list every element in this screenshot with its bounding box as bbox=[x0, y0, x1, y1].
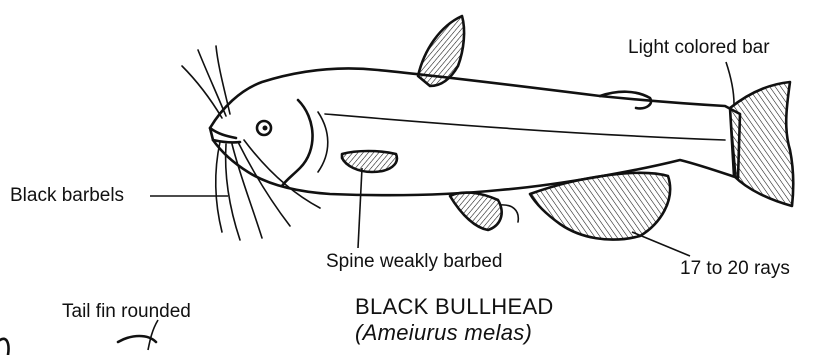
leader-rays bbox=[632, 232, 690, 256]
pelvic-fin bbox=[450, 193, 502, 230]
leader-spine bbox=[358, 168, 362, 248]
leader-tail-fin bbox=[148, 320, 158, 350]
label-spine-weakly-barbed: Spine weakly barbed bbox=[326, 252, 502, 271]
gill-cover bbox=[282, 100, 313, 186]
label-rays: 17 to 20 rays bbox=[680, 259, 790, 278]
mouth-line bbox=[210, 128, 236, 138]
lateral-line bbox=[325, 114, 725, 140]
dorsal-fin bbox=[418, 16, 464, 86]
leader-light-bar bbox=[726, 62, 734, 104]
label-tail-fin-rounded: Tail fin rounded bbox=[62, 302, 191, 321]
species-title: BLACK BULLHEAD bbox=[355, 296, 554, 318]
tail-fin bbox=[730, 82, 793, 206]
pectoral-fin bbox=[342, 151, 397, 172]
barbels bbox=[182, 46, 320, 240]
small-fish-sketch bbox=[0, 339, 9, 355]
label-black-barbels: Black barbels bbox=[10, 186, 124, 205]
label-light-colored-bar: Light colored bar bbox=[628, 38, 770, 57]
species-scientific-name: (Ameiurus melas) bbox=[355, 322, 532, 344]
